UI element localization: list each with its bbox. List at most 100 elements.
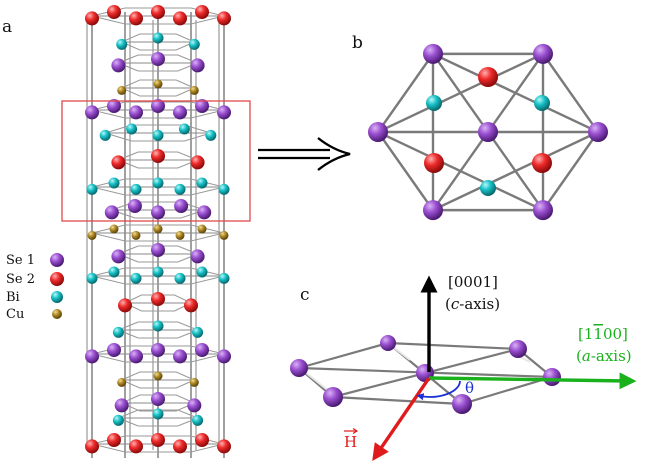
atom-se1: [190, 249, 205, 264]
atom-bi: [196, 266, 208, 278]
a-axis-letter: a: [582, 347, 591, 365]
angle-label: θ: [465, 379, 474, 397]
atom-bi: [174, 183, 186, 195]
atom-se1: [452, 394, 472, 414]
atom-se1: [151, 99, 165, 113]
atom-bi: [196, 177, 208, 189]
atom-cu: [153, 371, 163, 381]
atom-cu: [189, 377, 199, 387]
atom-cu: [117, 377, 127, 387]
atom-cu: [109, 224, 119, 234]
atom-bi: [178, 123, 190, 135]
atom-bi: [130, 272, 142, 284]
atom-bi: [152, 320, 164, 332]
atom-bi: [152, 32, 164, 44]
atom-se2: [107, 5, 121, 19]
atom-bi: [112, 326, 124, 338]
atom-se1: [111, 249, 126, 264]
c-axis-label: (c-axis): [445, 295, 500, 313]
atom-se2: [129, 439, 143, 454]
field-letter: H: [344, 433, 357, 451]
atom-bi: [192, 414, 204, 426]
a-axis-bar-digit: 1: [593, 325, 603, 343]
atom-bi: [126, 123, 138, 135]
atom-se1: [151, 205, 165, 220]
legend-label-cu: Cu: [6, 307, 24, 322]
atom-se1: [111, 58, 126, 73]
atom-se1: [187, 398, 202, 413]
atom-se1: [85, 349, 99, 364]
atom-se2: [173, 11, 187, 26]
atom-se1: [85, 105, 99, 120]
atom-se1: [127, 199, 142, 213]
atom-bi: [152, 129, 164, 141]
atom-cu: [117, 85, 127, 95]
atom-bi: [116, 38, 128, 50]
panel-label-c: c: [300, 285, 310, 305]
atom-se2: [217, 11, 231, 26]
atom-se1-center: [478, 122, 498, 142]
a-axis-index: [1100]: [578, 325, 628, 343]
atom-cu: [189, 85, 199, 95]
atom-se1: [290, 359, 308, 377]
atom-se2: [532, 153, 552, 173]
atom-bi: [480, 180, 496, 196]
crystal-structure: [85, 5, 231, 458]
atom-se2: [107, 433, 121, 447]
atom-se1: [107, 99, 121, 113]
atom-se1: [173, 105, 187, 120]
atom-bi: [99, 129, 111, 141]
legend-swatch-cu: [52, 309, 62, 319]
atom-cu: [153, 224, 163, 234]
atom-se1: [129, 349, 143, 364]
legend-label-se1: Se 1: [6, 253, 35, 268]
atom-se1: [323, 387, 343, 407]
atom-se1: [368, 122, 388, 142]
atom-se1: [509, 340, 527, 358]
atom-bi: [108, 266, 120, 278]
atom-cu: [131, 230, 141, 240]
legend-swatch-se2: [50, 272, 64, 286]
a-axis-label: (a-axis): [576, 347, 632, 365]
atom-se2: [85, 439, 99, 454]
atom-se2: [118, 298, 132, 313]
atom-se1: [151, 52, 165, 66]
legend: Se 1 Se 2 Bi Cu: [6, 253, 64, 322]
field-arrow: [372, 377, 431, 462]
atom-bi: [218, 183, 230, 195]
atom-se1: [588, 122, 608, 142]
atom-se1: [195, 343, 209, 357]
atom-cu: [219, 230, 229, 240]
atom-bi: [130, 183, 142, 195]
atom-se1: [151, 243, 165, 257]
atom-se2: [184, 298, 198, 313]
atom-bi: [152, 408, 164, 420]
atom-bi: [534, 95, 550, 111]
atom-se1: [217, 105, 231, 120]
atom-se2: [190, 155, 205, 170]
atom-cu: [87, 230, 97, 240]
atom-bi: [86, 272, 98, 284]
atom-se1: [217, 349, 231, 364]
atom-bi: [174, 272, 186, 284]
panel-label-a: a: [2, 17, 12, 37]
atom-se1: [533, 43, 553, 64]
hexagonal-top-view: [368, 43, 608, 221]
legend-label-bi: Bi: [6, 290, 20, 305]
atom-se2: [217, 439, 231, 454]
atom-se1: [151, 392, 165, 406]
atom-se2: [85, 11, 99, 26]
atom-bi: [152, 177, 164, 189]
unit-block-highlight: [61, 100, 251, 222]
atom-se1: [107, 343, 121, 357]
c-axis-index: [0001]: [448, 273, 498, 291]
atom-bi: [205, 129, 217, 141]
atom-se2: [111, 155, 126, 170]
atom-bi: [188, 38, 200, 50]
axes-diagram: [0001] (c-axis) [1100] (a-axis) θ H: [290, 273, 637, 462]
atom-se2: [478, 67, 498, 87]
atom-se1: [151, 343, 165, 357]
atom-se2: [151, 433, 165, 447]
legend-label-se2: Se 2: [6, 272, 35, 287]
atom-se1: [423, 200, 443, 221]
